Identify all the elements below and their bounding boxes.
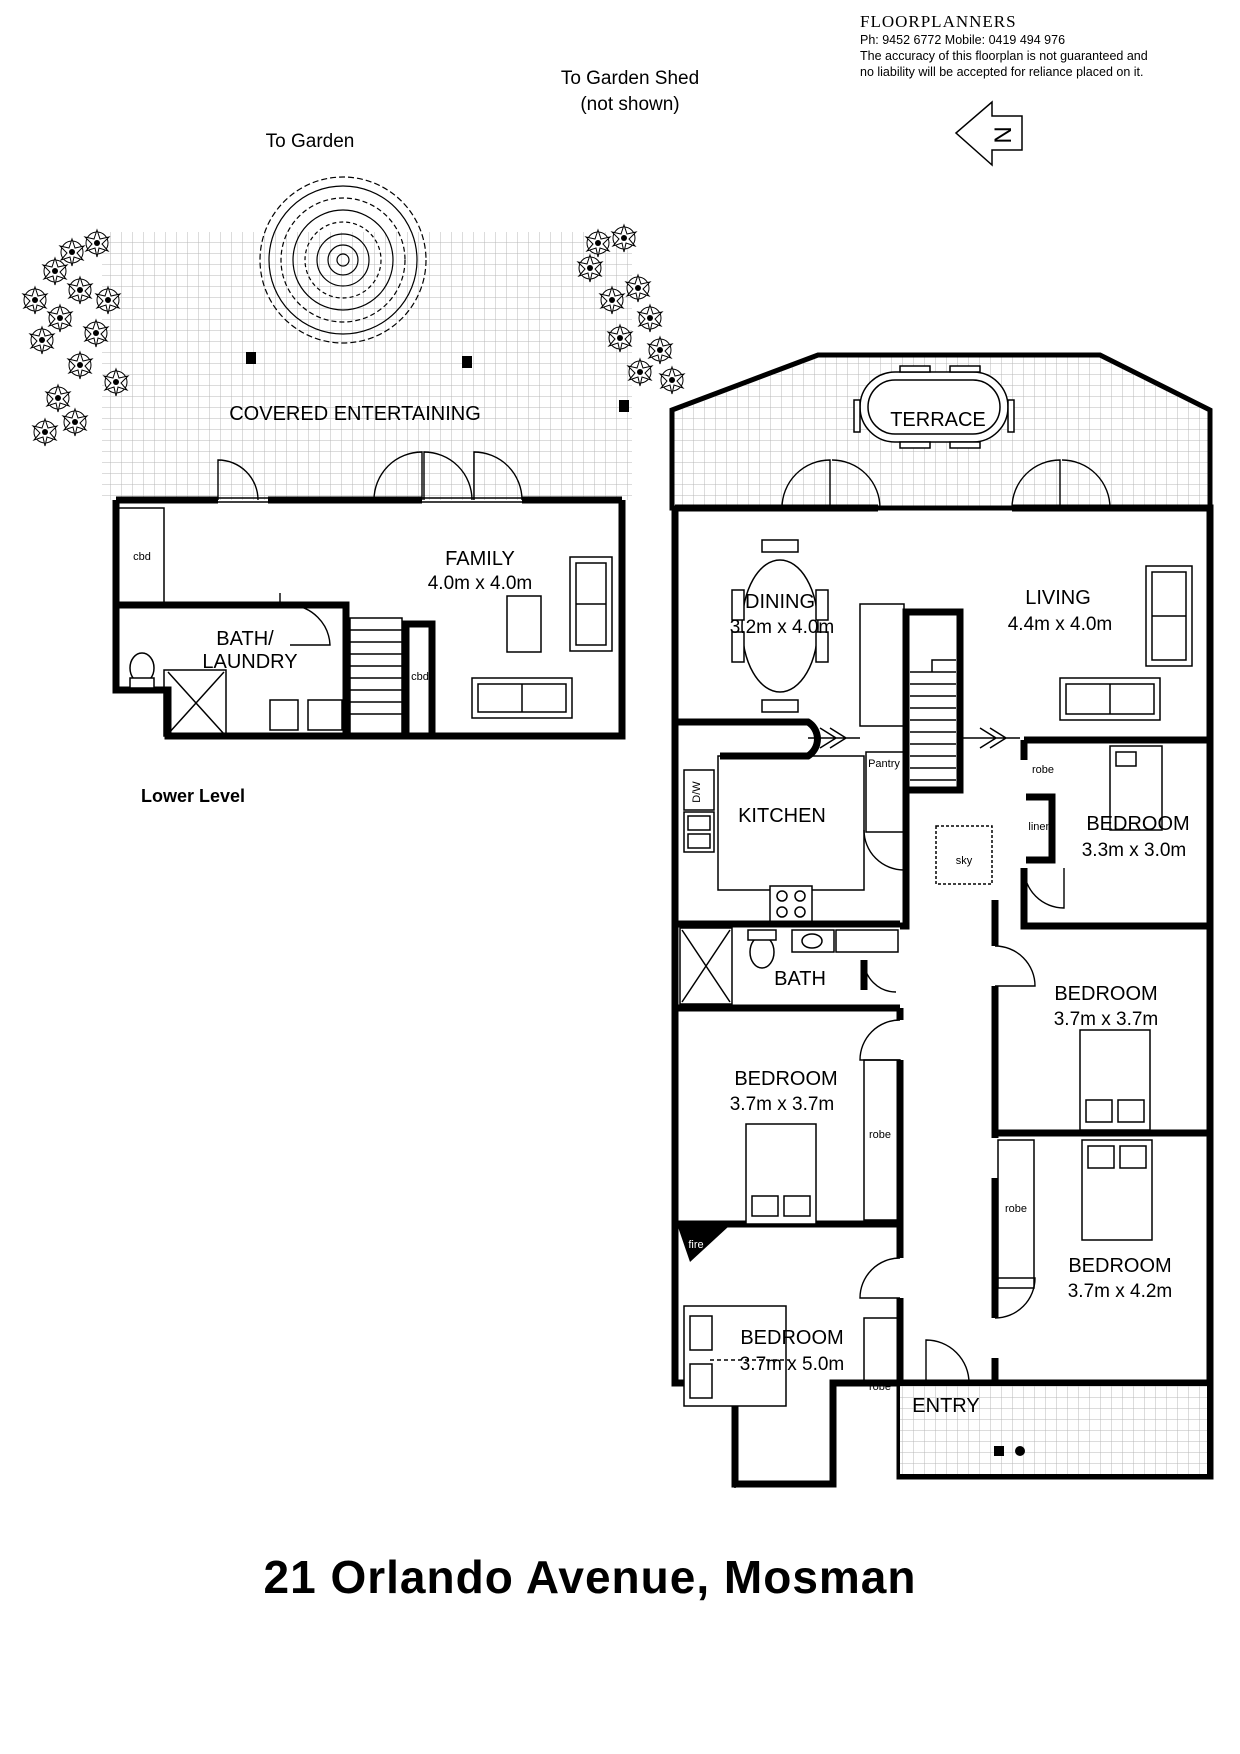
covered-entertaining-area [102,232,632,500]
note-to-garden-shed: To Garden Shed [560,68,700,89]
dw-label: D/W [691,781,703,803]
bedroom-ne-label: BEDROOM [1086,813,1189,835]
terrace-table [853,365,1015,449]
brand-disclaimer-1: The accuracy of this floorplan is not gu… [860,49,1148,63]
upper-level-plan: TERRACE DINING 3.2m x 4.0m LIVING 4.4m x… [669,352,1214,1488]
lower-level-caption: Lower Level [141,786,246,806]
bedroom-low-right-robe: robe [1005,1203,1027,1215]
bedroom-mid-right-label: BEDROOM [1054,983,1157,1005]
bedroom-ne-dims: 3.3m x 3.0m [1082,840,1187,861]
lower-cbd-1-label: cbd [133,551,151,563]
property-address-text: 21 Orlando Avenue, Mosman [263,1551,917,1603]
dining-label: DINING [745,591,815,613]
north-arrow-icon: N [954,100,1023,167]
living-label: LIVING [1025,587,1091,609]
bath-label: BATH [774,968,826,990]
bedroom-low-right-label: BEDROOM [1068,1255,1171,1277]
dining-table [731,539,829,713]
bedroom-low-right-dims: 3.7m x 4.2m [1068,1281,1173,1302]
kitchen-label: KITCHEN [738,805,826,827]
bedroom-mid-left-label: BEDROOM [734,1068,837,1090]
bedroom-master-dims: 3.7m x 5.0m [740,1354,845,1375]
lower-cbd-2-label: cbd [411,671,429,683]
entry-label: ENTRY [912,1395,979,1417]
bedroom-master-label: BEDROOM [740,1327,843,1349]
compass-letter: N [990,126,1017,143]
bedroom-mid-left-robe: robe [869,1129,891,1141]
bedroom-mid-right-dims: 3.7m x 3.7m [1054,1009,1159,1030]
family-label: FAMILY [445,548,515,570]
bath-laundry-label-1: BATH/ [216,628,274,650]
covered-entertaining-label: COVERED ENTERTAINING [229,403,481,425]
family-dims: 4.0m x 4.0m [428,573,533,594]
garden-feature-icon [259,176,427,344]
linen-label: linen [1028,821,1051,833]
property-address: 21 Orlando Avenue, Mosman [0,1550,1240,1604]
note-to-garden: To Garden [265,131,355,152]
bedroom-mid-left-dims: 3.7m x 3.7m [730,1094,835,1115]
bedroom-master-robe: robe [869,1381,891,1393]
bath-laundry-label-2: LAUNDRY [202,651,297,673]
terrace-label: TERRACE [890,409,986,431]
brand-name: FLOORPLANNERS [860,12,1017,31]
fire-label: fire [688,1239,703,1251]
lower-level-plan: COVERED ENTERTAINING cbd BATH/ LAUNDRY [22,176,685,740]
brand-phone: Ph: 9452 6772 Mobile: 0419 494 976 [860,33,1066,47]
floorplanners-branding: FLOORPLANNERS Ph: 9452 6772 Mobile: 0419… [860,12,1200,80]
brand-disclaimer-2: no liability will be accepted for relian… [860,65,1144,79]
upper-stairs [910,659,956,781]
dining-dims: 3.2m x 4.0m [730,617,835,638]
living-dims: 4.4m x 4.0m [1008,614,1113,635]
lower-stairs [349,617,403,735]
robe-small-label: robe [1032,764,1054,776]
skylight-label: sky [956,855,973,867]
pantry-label: Pantry [868,758,900,770]
note-not-shown: (not shown) [580,94,680,115]
